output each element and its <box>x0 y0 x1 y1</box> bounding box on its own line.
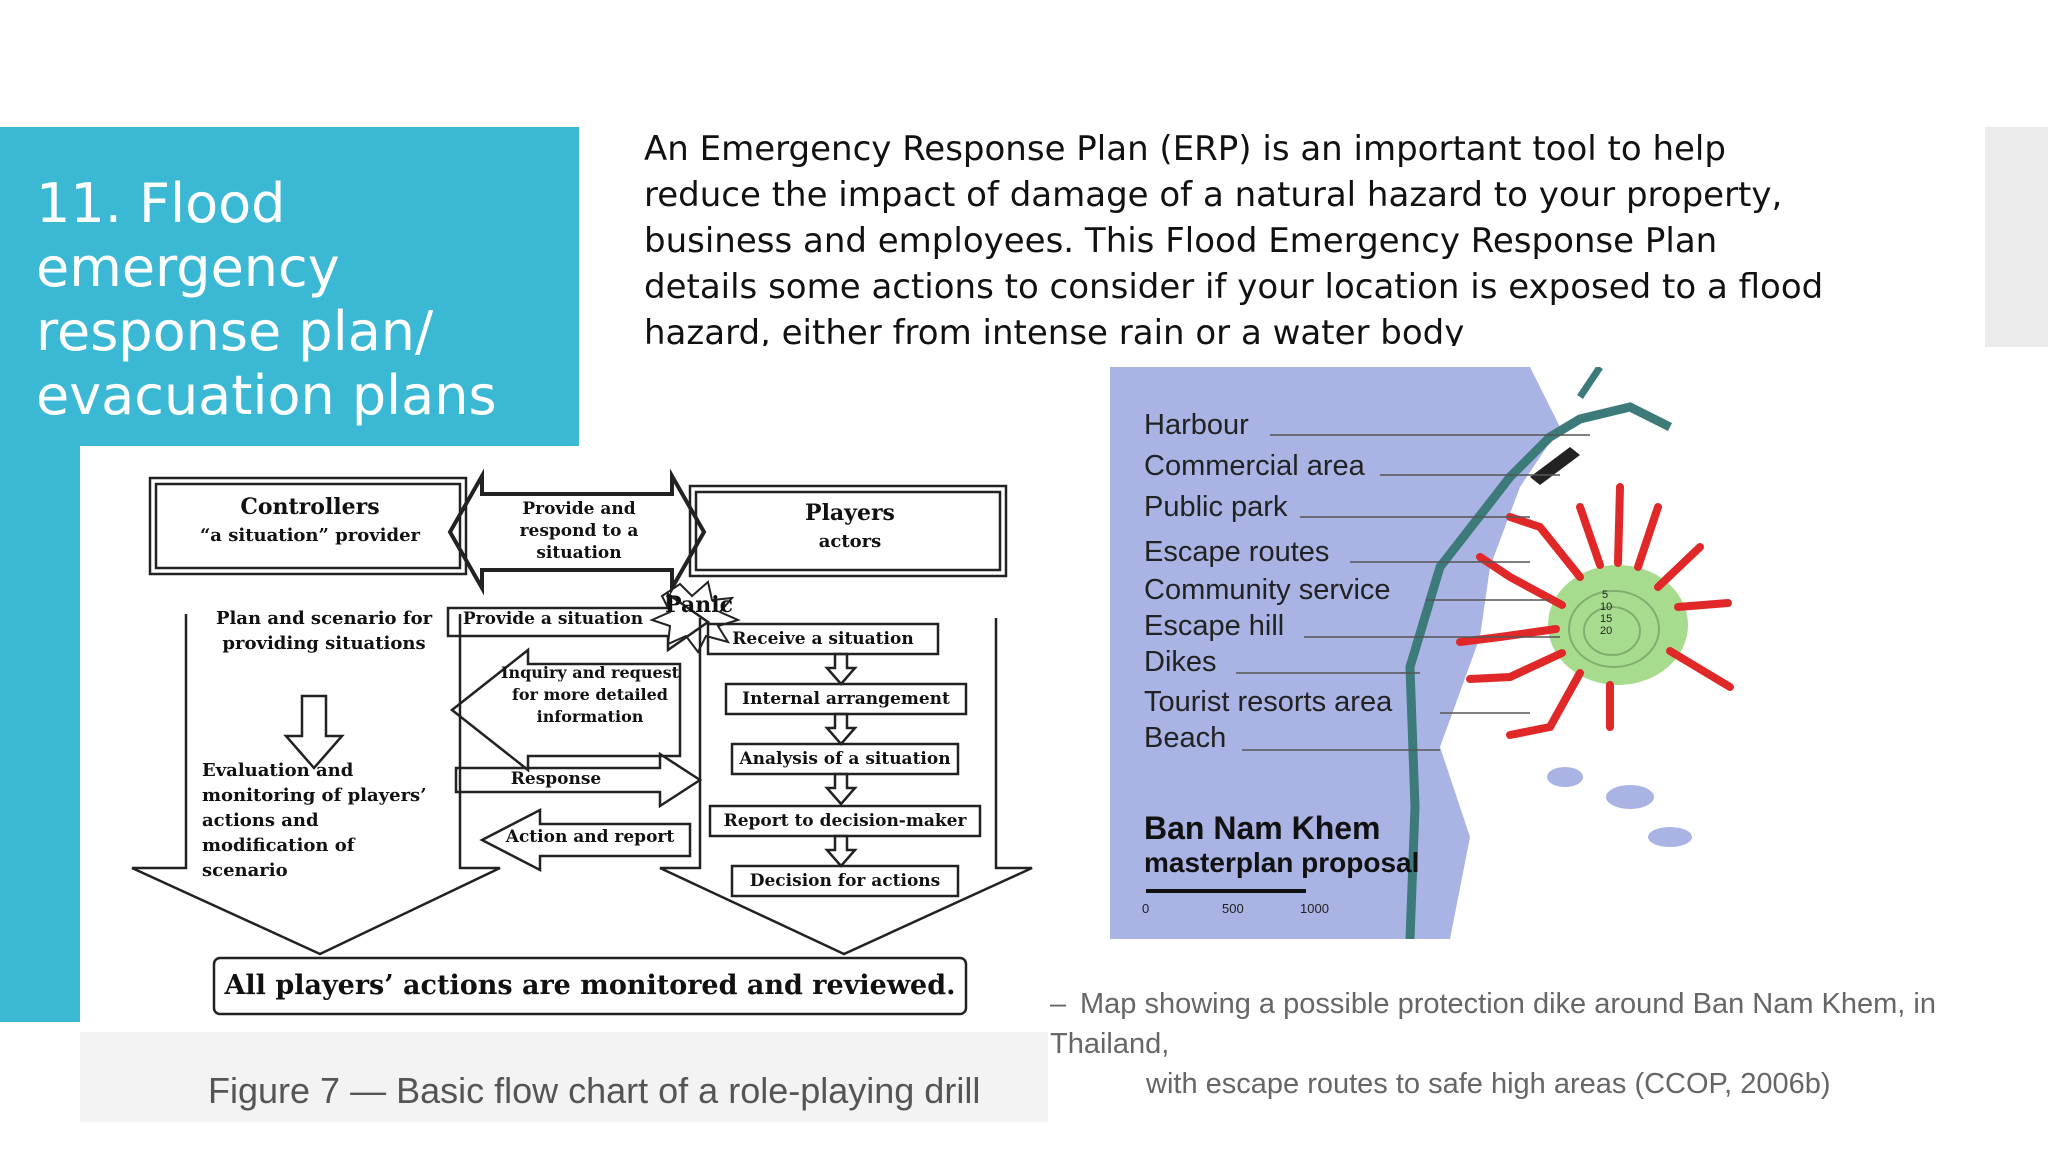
evaluation-label: Evaluation and monitoring of players’ ac… <box>202 760 427 881</box>
map-caption-line2: with escape routes to safe high areas (C… <box>1146 1068 1831 1100</box>
map-title: Ban Nam Khem <box>1144 810 1381 846</box>
report-decision-maker-label: Report to decision-maker <box>723 811 967 831</box>
side-decoration <box>1985 127 2048 347</box>
inquiry-label: Inquiry and request for more detailed in… <box>500 663 680 726</box>
map-leader-lines <box>1146 434 1590 893</box>
contour-label-15: 15 <box>1600 613 1613 625</box>
map-subtitle: masterplan proposal <box>1144 847 1420 878</box>
players-subtitle: actors <box>818 531 882 552</box>
scale-tick-0: 0 <box>1142 901 1150 916</box>
contour-label-10: 10 <box>1600 601 1613 613</box>
controllers-subtitle: “a situation” provider <box>199 525 421 546</box>
provide-situation-label: Provide a situation <box>462 609 644 629</box>
masterplan-map: Harbour Commercial area Public park Esca… <box>1110 367 1798 939</box>
map-caption: –Map showing a possible protection dike … <box>1050 984 2010 1104</box>
flowchart-lines <box>131 468 1033 1016</box>
map-label-park: Public park <box>1144 491 1288 523</box>
contour-label-5: 5 <box>1602 589 1609 601</box>
map-label-dikes: Dikes <box>1144 646 1217 678</box>
map-label-escape-routes: Escape routes <box>1144 536 1330 568</box>
map-label-commercial: Commercial area <box>1144 450 1365 482</box>
slide-title: 11. Flood emergency response plan/ evacu… <box>36 172 497 427</box>
flowchart-caption: Figure 7 — Basic flow chart of a role-pl… <box>208 1070 981 1111</box>
players-title: Players <box>805 500 895 526</box>
map-drawing <box>1110 367 1798 939</box>
internal-arrangement-label: Internal arrangement <box>742 689 950 709</box>
monitored-label: All players’ actions are monitored and r… <box>224 970 956 1001</box>
map-label-beach: Beach <box>1144 722 1227 754</box>
controllers-title: Controllers <box>240 494 380 520</box>
analysis-label: Analysis of a situation <box>739 749 951 769</box>
map-label-escape-hill: Escape hill <box>1144 610 1285 642</box>
scale-tick-500: 500 <box>1222 901 1244 916</box>
flowchart-figure: Controllers “a situation” provider Provi… <box>80 446 1048 1122</box>
map-caption-line1: Map showing a possible protection dike a… <box>1050 988 1936 1060</box>
contour-label-20: 20 <box>1600 625 1613 637</box>
panic-label: Panic <box>665 592 733 618</box>
scale-tick-1000: 1000 <box>1300 901 1329 916</box>
map-label-tourist: Tourist resorts area <box>1144 686 1393 718</box>
map-label-community: Community service <box>1144 574 1391 606</box>
response-label: Response <box>510 769 602 789</box>
map-label-harbour: Harbour <box>1144 409 1249 441</box>
receive-situation-label: Receive a situation <box>732 629 914 649</box>
provide-respond-label: Provide and respond to a situation <box>519 499 639 563</box>
action-report-label: Action and report <box>505 827 675 847</box>
decision-label: Decision for actions <box>749 871 941 891</box>
plan-scenario-label: Plan and scenario for providing situatio… <box>215 608 433 654</box>
intro-paragraph: An Emergency Response Plan (ERP) is an i… <box>644 129 1824 346</box>
flowchart-caption-area <box>80 1032 1048 1122</box>
